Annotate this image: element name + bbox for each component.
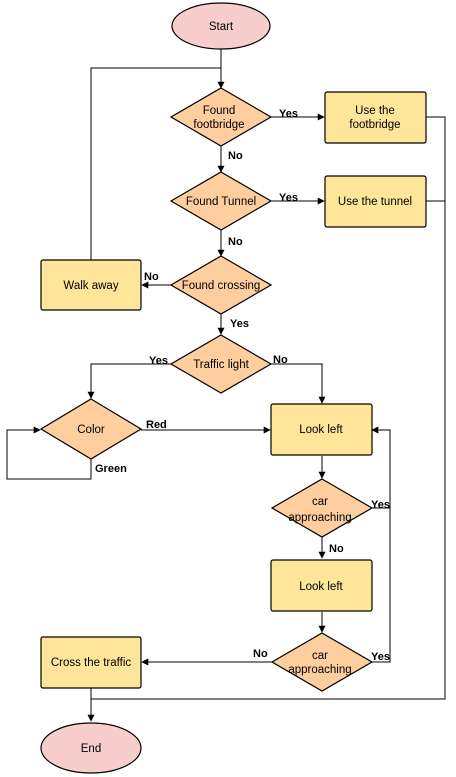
edge-car1-yes xyxy=(371,426,391,509)
edge-light-yes xyxy=(87,363,171,399)
end-label: End xyxy=(81,743,101,755)
car-approaching-1-line-2: approaching xyxy=(288,512,351,524)
label-car1-no: No xyxy=(329,543,344,555)
traffic-light-shape xyxy=(169,334,273,394)
node-use-footbridge: Use the footbridge xyxy=(324,91,427,144)
node-traffic-light: Traffic light xyxy=(169,334,273,394)
found-footbridge-line-1: Found xyxy=(203,105,236,117)
use-footbridge-line-2: footbridge xyxy=(349,119,400,131)
node-found-crossing: Found crossing xyxy=(169,255,273,315)
edge-use-footbridge-to-end xyxy=(91,116,446,700)
label-tunnel-no: No xyxy=(228,236,243,248)
found-footbridge-shape xyxy=(169,87,273,147)
node-cross-traffic: Cross the traffic xyxy=(40,636,142,689)
use-footbridge-line-1: Use the xyxy=(355,105,395,117)
label-color-green: Green xyxy=(95,463,127,475)
node-look-left-2: Look left xyxy=(270,559,373,612)
edge-color-green-loop xyxy=(6,426,92,480)
edge-labels: Yes No Yes No No Yes Yes No Red Green Ye… xyxy=(95,108,390,663)
look-left-1-label: Look left xyxy=(299,424,343,436)
label-footbridge-yes: Yes xyxy=(279,108,298,120)
use-tunnel-shape xyxy=(324,175,427,228)
edges xyxy=(6,49,446,722)
cross-traffic-label: Cross the traffic xyxy=(51,657,132,669)
color-label: Color xyxy=(77,424,105,436)
edge-car2-yes xyxy=(372,508,391,663)
found-footbridge-line-2: footbridge xyxy=(193,119,244,131)
node-found-footbridge: Found footbridge xyxy=(169,87,273,147)
node-found-tunnel: Found Tunnel xyxy=(169,171,273,231)
car-approaching-2-line-1: car xyxy=(312,650,328,662)
look-left-2-shape xyxy=(270,559,373,612)
label-tunnel-yes: Yes xyxy=(279,192,298,204)
label-crossing-yes: Yes xyxy=(230,318,249,330)
node-walk-away: Walk away xyxy=(40,259,142,311)
node-car-approaching-2: car approaching xyxy=(270,632,374,692)
end-shape xyxy=(40,722,142,774)
use-footbridge-shape xyxy=(324,91,427,144)
car-approaching-2-shape xyxy=(270,632,374,692)
car-approaching-1-line-1: car xyxy=(312,496,328,508)
node-end: End xyxy=(40,722,142,774)
found-crossing-label: Found crossing xyxy=(182,280,261,292)
car-approaching-1-shape xyxy=(270,478,374,538)
label-car1-yes: Yes xyxy=(371,499,390,511)
label-light-no: No xyxy=(273,354,288,366)
label-light-yes: Yes xyxy=(149,355,168,367)
label-crossing-no: No xyxy=(144,271,159,283)
found-tunnel-shape xyxy=(169,171,273,231)
node-car-approaching-1: car approaching xyxy=(270,478,374,538)
node-start: Start xyxy=(171,2,271,50)
node-use-tunnel: Use the tunnel xyxy=(324,175,427,228)
start-shape xyxy=(171,2,271,50)
look-left-1-shape xyxy=(270,403,373,456)
cross-traffic-shape xyxy=(40,636,142,689)
color-shape xyxy=(39,398,143,460)
use-tunnel-label: Use the tunnel xyxy=(338,196,412,208)
node-look-left-1: Look left xyxy=(270,403,373,456)
walk-away-shape xyxy=(40,259,142,311)
edge-walk-away-loop xyxy=(90,67,221,260)
found-tunnel-label: Found Tunnel xyxy=(186,196,256,208)
car-approaching-2-line-2: approaching xyxy=(288,664,351,676)
label-car2-no: No xyxy=(253,648,268,660)
start-label: Start xyxy=(209,21,234,33)
traffic-light-label: Traffic light xyxy=(193,359,249,371)
label-color-red: Red xyxy=(146,419,167,431)
label-footbridge-no: No xyxy=(228,150,243,162)
walk-away-label: Walk away xyxy=(63,280,118,292)
edge-light-no xyxy=(271,363,326,404)
node-color: Color xyxy=(39,398,143,460)
look-left-2-label: Look left xyxy=(299,581,343,593)
label-car2-yes: Yes xyxy=(371,651,390,663)
found-crossing-shape xyxy=(169,255,273,315)
